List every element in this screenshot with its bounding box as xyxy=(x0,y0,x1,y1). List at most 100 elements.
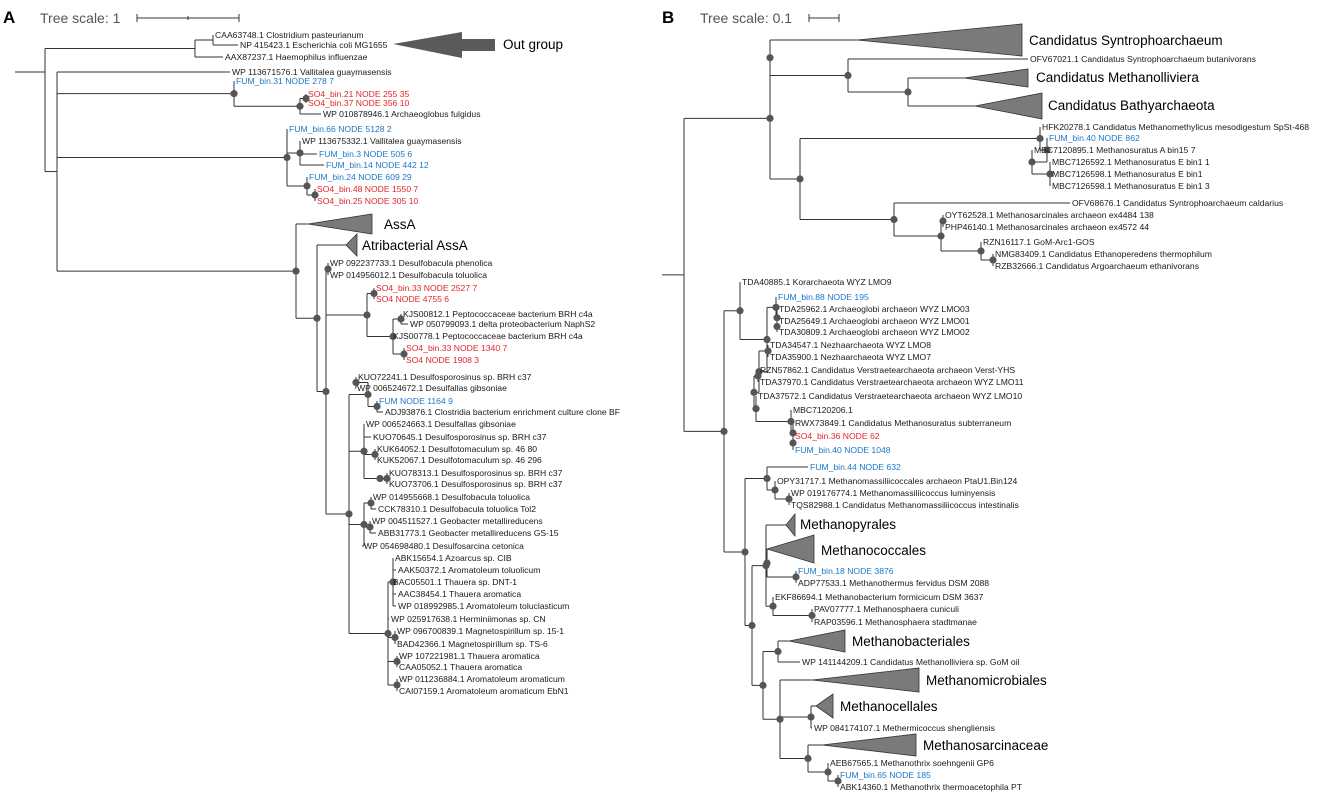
panel-b-leaf-label: EKF86694.1 Methanobacterium formicicum D… xyxy=(775,592,983,602)
panel-a-node-dot xyxy=(230,90,238,98)
panel-b-node-dot xyxy=(741,548,749,556)
panel-a-leaf-label: AAK50372.1 Aromatoleum toluolicum xyxy=(398,565,540,575)
panel-a-node-dot xyxy=(389,578,397,586)
panel-a-node-dot xyxy=(370,289,378,298)
panel-b-node-dot xyxy=(1028,158,1036,166)
panel-b-leaf-label: TDA30809.1 Archaeoglobi archaeon WYZ LMO… xyxy=(779,327,970,337)
panel-b-leaf-label: TDA37970.1 Candidatus Verstraetearchaeot… xyxy=(760,377,1024,387)
panel-a-leaf-label: WP 113675332.1 Vallitalea guaymasensis xyxy=(302,136,462,146)
panel-b-node-dot xyxy=(769,602,777,610)
panel-b-node-dot xyxy=(763,474,771,483)
panel-b-node-dot xyxy=(834,777,842,785)
clade-wedge-methanococcales xyxy=(765,534,815,564)
panel-b-node-dot xyxy=(844,71,852,80)
panel-a-node-dot xyxy=(366,523,374,531)
panel-b-leaf-label: TDA25649.1 Archaeoglobi archaeon WYZ LMO… xyxy=(779,316,970,326)
panel-a-node-dot xyxy=(352,378,360,387)
outgroup-arrow-icon xyxy=(393,32,495,58)
panel-b-node-dot xyxy=(771,486,779,494)
panel-b-leaf-label: TDA34547.1 Nezhaarchaeota WYZ LMO8 xyxy=(770,340,931,350)
panel-a-leaf-label: CAA63748.1 Clostridium pasteurianum xyxy=(215,30,364,40)
panel-b-leaf-label: MBC7120895.1 Methanosuratus A bin15 7 xyxy=(1034,145,1196,155)
panel-a-leaf-label: FUM_bin.3 NODE 505 6 xyxy=(319,149,412,159)
panel-a-leaf-label: BAC05501.1 Thauera sp. DNT-1 xyxy=(393,577,517,587)
panel-a-leaf-label: WP 014955668.1 Desulfobacula toluolica xyxy=(373,492,530,502)
panel-b-leaf-label: MBC7126592.1 Methanosuratus E bin1 1 xyxy=(1052,157,1210,167)
outgroup-label: Out group xyxy=(503,37,563,52)
panel-b-node-dot xyxy=(764,347,772,355)
panel-a-leaf-label: WP 010878946.1 Archaeoglobus fulgidus xyxy=(323,109,481,119)
panel-a-leaf-label: KUO73706.1 Desulfosporosinus sp. BRH c37 xyxy=(389,479,563,489)
atribacterial-assa-clade-wedge xyxy=(345,233,358,257)
panel-b-leaf-label: WP 019176774.1 Methanomassiliicoccus lum… xyxy=(791,488,995,498)
panel-b-leaf-label: HFK20278.1 Candidatus Methanomethylicus … xyxy=(1042,122,1309,132)
atribacterial-assa-clade-label: Atribacterial AssA xyxy=(362,238,468,253)
panel-b-leaf-label: RZB32666.1 Candidatus Argoarchaeum ethan… xyxy=(995,261,1199,271)
panel-b-node-dot xyxy=(890,215,898,224)
panel-b-letter: B xyxy=(662,8,674,27)
panel-b-tree-scale-label: Tree scale: 0.1 xyxy=(700,10,792,26)
panel-a-node-dot xyxy=(364,390,372,399)
panel-b-leaf-label: FUM_bin.40 NODE 862 xyxy=(1049,133,1140,143)
panel-a-leaf-label: WP 107221981.1 Thauera aromatica xyxy=(399,651,540,661)
panel-a-leaf-label: KUK64052.1 Desulfotomaculum sp. 46 80 xyxy=(377,444,537,454)
panel-a-node-dot xyxy=(292,267,300,275)
panel-a-leaf-label: KUK52067.1 Desulfotomaculum sp. 46 296 xyxy=(377,455,542,465)
panel-a-leaf-label: SO4_bin.21 NODE 255 35 xyxy=(308,89,409,99)
panel-b-leaf-label: RZN16117.1 GoM-Arc1-GOS xyxy=(983,237,1095,247)
panel-a-leaf-label: SO4_bin.37 NODE 356 10 xyxy=(308,98,409,108)
panel-b-node-dot xyxy=(989,256,997,264)
panel-b-node-dot xyxy=(1036,134,1044,143)
clade-label-methanomicrobiales: Methanomicrobiales xyxy=(926,673,1047,688)
panel-b-leaf-label: TDA25962.1 Archaeoglobi archaeon WYZ LMO… xyxy=(779,304,970,314)
panel-b-leaf-label: OYT62528.1 Methanosarcinales archaeon ex… xyxy=(945,210,1154,220)
panel-a-node-dot xyxy=(376,474,384,483)
panel-b-node-dot xyxy=(773,322,781,331)
panel-a-leaf-label: WP 092237733.1 Desulfobacula phenolica xyxy=(330,258,493,268)
panel-b-node-dot xyxy=(755,368,763,376)
panel-b-scale-bar xyxy=(808,14,840,22)
panel-a-leaf-label: SO4_bin.33 NODE 1340 7 xyxy=(406,343,507,353)
panel-b-node-dot xyxy=(763,335,771,344)
panel-a-node-dots xyxy=(230,90,408,689)
panel-b-node-dot xyxy=(787,417,795,426)
panel-b-node-dot xyxy=(789,429,797,437)
panel-b-node-dot xyxy=(808,611,816,620)
panel-b-node-dot xyxy=(796,175,804,183)
panel-b-node-dot xyxy=(750,388,758,396)
panel-a-node-dot xyxy=(384,629,392,638)
clade-wedge-methanomicrobiales xyxy=(811,667,920,693)
panel-b-leaf-label: FUM_bin.18 NODE 3876 xyxy=(798,566,894,576)
panel-a-node-dot xyxy=(303,182,311,190)
panel-b-leaf-label: OFV68676.1 Candidatus Syntrophoarchaeum … xyxy=(1072,198,1283,208)
panel-a-node-dot xyxy=(389,332,397,341)
panel-b-node-dot xyxy=(939,217,947,225)
panel-b-leaf-label: FUM_bin.40 NODE 1048 xyxy=(795,445,891,455)
panel-b-leaf-label: OPY31717.1 Methanomassiliicoccales archa… xyxy=(777,476,1018,486)
clade-wedge-methanocellales xyxy=(815,693,834,719)
panel-a-leaf-label: WP 054698480.1 Desulfosarcina cetonica xyxy=(364,541,524,551)
panel-b-leaf-labels: OFV67021.1 Candidatus Syntrophoarchaeum … xyxy=(742,54,1309,792)
panel-a-node-dot xyxy=(345,510,353,518)
panel-b-node-dot xyxy=(776,715,784,723)
panel-a-leaf-label: FUM_bin.66 NODE 5128 2 xyxy=(289,124,392,134)
panel-a-leaf-label: KJS00812.1 Peptococcaceae bacterium BRH … xyxy=(403,309,593,319)
panel-a-node-dot xyxy=(391,633,399,642)
panel-b-node-dot xyxy=(1043,146,1051,154)
panel-a-leaf-label: SO4_bin.25 NODE 305 10 xyxy=(317,196,418,206)
panel-a-node-dot xyxy=(373,402,381,411)
clade-wedge-methanopyrales xyxy=(785,512,796,538)
panel-a-leaf-label: KUO70645.1 Desulfosporosinus sp. BRH c37 xyxy=(373,432,547,442)
panel-b: B Tree scale: 0.1 Candidatus Syntrophoar… xyxy=(662,8,1309,792)
panel-a-leaf-label: WP 025917638.1 Herminiimonas sp. CN xyxy=(391,614,546,624)
panel-b-leaf-label: ABK14360.1 Methanothrix thermoacetophila… xyxy=(840,782,1023,792)
panel-b-node-dot xyxy=(759,681,767,689)
panel-a-node-dot xyxy=(302,94,310,103)
panel-a-node-dot xyxy=(393,657,401,666)
panel-b-leaf-label: MBC7120206.1 xyxy=(793,405,853,415)
panel-a-leaf-label: CCK78310.1 Desulfobacula toluolica Tol2 xyxy=(378,504,536,514)
panel-a-node-dot xyxy=(324,265,332,273)
panel-a-leaf-label: WP 018992985.1 Aromatoleum toluclasticum xyxy=(398,601,569,611)
panel-a-leaf-label: CAA05052.1 Thauera aromatica xyxy=(399,662,522,672)
